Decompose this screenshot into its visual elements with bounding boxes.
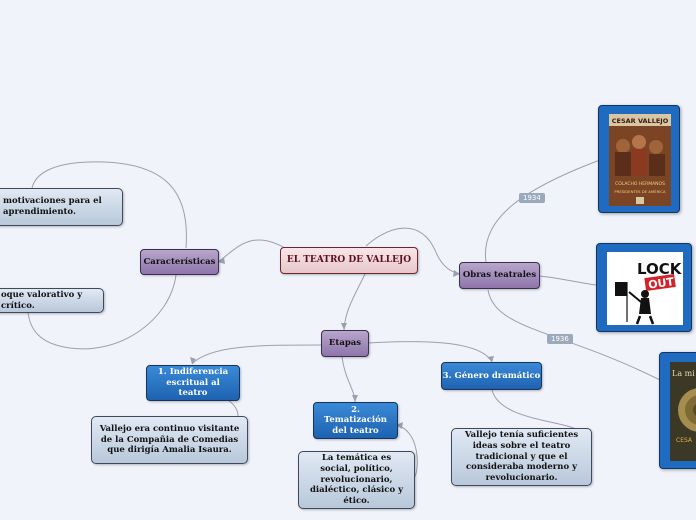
subtopic-motivaciones-label: motivaciones para el aprendimiento.: [3, 196, 103, 217]
stage-3-detail-text: Vallejo tenía suficientes ideas sobre el…: [461, 430, 583, 483]
lock-out-art: LOCK OUT: [607, 252, 683, 325]
stage-1-indiferencia[interactable]: 1. Indiferencia escritual al teatro: [146, 365, 240, 401]
stage-1-detail[interactable]: Vallejo era continuo visitante de la Com…: [91, 416, 248, 464]
topic-caracteristicas-label: Características: [144, 257, 216, 268]
image-third-work[interactable]: La mi CESA: [659, 352, 696, 469]
stage-3-genero-dramatico[interactable]: 3. Género dramático: [441, 362, 542, 390]
stage-1-detail-text: Vallejo era continuo visitante de la Com…: [100, 424, 240, 456]
topic-obras-teatrales[interactable]: Obras teatrales: [459, 262, 540, 289]
stage-3-label: 3. Género dramático: [443, 371, 541, 382]
book-cover-colacho: CESAR VALLEJO COLACHO HERMANOS PRESIDENT…: [609, 114, 671, 206]
topic-caracteristicas[interactable]: Características: [140, 249, 219, 275]
stage-2-tematizacion[interactable]: 2. Tematización del teatro: [313, 402, 398, 439]
stage-3-detail[interactable]: Vallejo tenía suficientes ideas sobre el…: [451, 428, 592, 486]
third-work-art: La mi CESA: [670, 362, 696, 461]
third-work-cover: La mi CESA: [670, 362, 696, 461]
third-work-text-1: La mi: [672, 369, 695, 378]
book-cover-sub1: COLACHO HERMANOS: [615, 181, 665, 187]
image-colacho-hermanos[interactable]: CESAR VALLEJO COLACHO HERMANOS PRESIDENT…: [598, 105, 680, 213]
stage-2-label: 2. Tematización del teatro: [321, 405, 391, 437]
topic-obras-teatrales-label: Obras teatrales: [463, 270, 536, 281]
lock-out-poster: LOCK OUT: [607, 252, 683, 325]
tag-1936[interactable]: 1936: [547, 334, 573, 344]
topic-etapas[interactable]: Etapas: [321, 330, 369, 357]
stage-1-label: 1. Indiferencia escritual al teatro: [153, 367, 233, 399]
image-lock-out[interactable]: LOCK OUT: [596, 243, 692, 332]
book-cover-art: CESAR VALLEJO COLACHO HERMANOS PRESIDENT…: [609, 114, 671, 206]
third-work-text-2: CESA: [676, 437, 693, 444]
tag-1934[interactable]: 1934: [519, 193, 545, 203]
central-topic[interactable]: EL TEATRO DE VALLEJO: [280, 247, 418, 274]
subtopic-enfoque[interactable]: oque valorativo y crítico.: [0, 288, 104, 313]
subtopic-enfoque-label: oque valorativo y crítico.: [1, 290, 103, 311]
book-cover-title: CESAR VALLEJO: [612, 117, 669, 125]
topic-etapas-label: Etapas: [329, 338, 361, 349]
stage-2-detail-text: La temática es social, político, revoluc…: [307, 453, 407, 506]
book-cover-sub2: PRESIDENTES DE AMÉRICA: [614, 189, 666, 194]
stage-2-detail[interactable]: La temática es social, político, revoluc…: [298, 451, 415, 509]
subtopic-motivaciones[interactable]: motivaciones para el aprendimiento.: [0, 188, 123, 226]
central-topic-label: EL TEATRO DE VALLEJO: [287, 255, 411, 266]
lock-out-text-1: LOCK: [637, 260, 683, 278]
